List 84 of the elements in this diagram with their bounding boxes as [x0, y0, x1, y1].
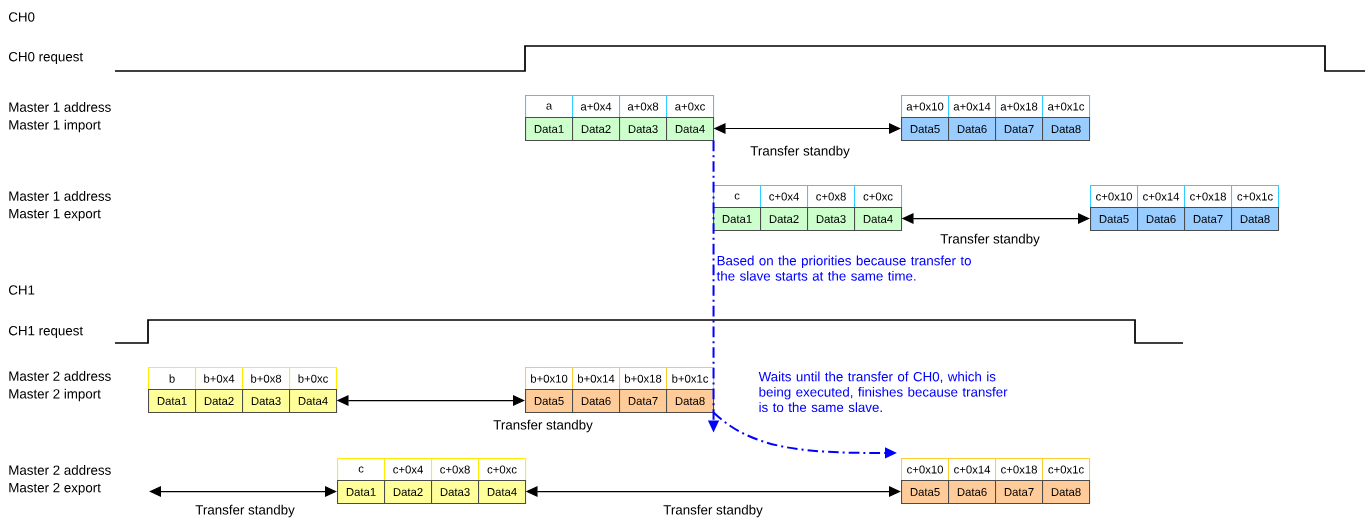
address-cell: c+0x18 [1184, 185, 1233, 209]
address-cell: b+0x10 [525, 367, 574, 391]
data-cell: Data8 [666, 389, 715, 414]
signal-label: CH0 [8, 12, 35, 22]
data-cell: Data5 [901, 117, 950, 142]
data-cell: Data6 [948, 480, 997, 505]
data-cell: Data4 [289, 389, 338, 414]
data-cell: Data2 [572, 117, 621, 142]
signal-label: CH0 request [8, 51, 83, 65]
address-cell: c+0x1c [1042, 458, 1091, 482]
address-cell: c+0x4 [384, 458, 433, 482]
signal-label: Master 1 address [9, 102, 111, 112]
edge-label: Transfer standby [661, 503, 765, 519]
data-cell: Data4 [666, 117, 715, 142]
signal-label: Master 2 address [9, 465, 111, 475]
data-cell: Data6 [1137, 207, 1186, 232]
data-cell: Data2 [384, 480, 433, 505]
address-cell: c+0x14 [1137, 185, 1186, 209]
address-cell: a+0x10 [901, 95, 950, 119]
data-cell: Data7 [619, 389, 668, 414]
address-cell: b+0x14 [572, 367, 621, 391]
signal-label: Master 2 import [9, 388, 101, 402]
address-cell: c+0xc [478, 458, 527, 482]
data-cell: Data3 [807, 207, 856, 232]
data-cell: Data1 [337, 480, 386, 505]
data-cell: Data2 [760, 207, 809, 232]
address-cell: c [337, 458, 386, 482]
signal-label: Master 1 export [9, 209, 101, 221]
signal-label: Master 2 address [9, 371, 111, 381]
signal-label: CH1 [8, 285, 35, 295]
data-cell: Data5 [525, 389, 574, 414]
data-cell: Data6 [572, 389, 621, 414]
address-cell: a+0x4 [572, 95, 621, 119]
data-cell: Data3 [619, 117, 668, 142]
edge-label: Transfer standby [193, 503, 297, 519]
address-cell: c+0x10 [1090, 185, 1139, 209]
edge-label: Transfer standby [938, 232, 1042, 248]
data-cell: Data2 [195, 389, 244, 414]
note-text: Based on the priorities because transfer to the slave starts at the same time. [716, 255, 971, 281]
address-cell: c+0x8 [431, 458, 480, 482]
address-cell: c+0x14 [948, 458, 997, 482]
data-cell: Data8 [1042, 480, 1091, 505]
address-cell: b+0x8 [242, 367, 291, 391]
signal-label: Master 2 export [9, 482, 101, 495]
arrow [149, 486, 337, 497]
signal-label: CH1 request [8, 325, 83, 338]
edge-label: Transfer standby [748, 144, 852, 160]
data-cell: Data7 [995, 117, 1044, 142]
address-cell: a+0x18 [995, 95, 1044, 119]
note-text: Waits until the transfer of CH0, which is being executed, finishes because transfer is to the same slave. [758, 371, 1008, 413]
address-cell: b+0x1c [666, 367, 715, 391]
address-cell: a [525, 95, 574, 119]
address-cell: c+0x1c [1231, 185, 1280, 209]
address-cell: b+0x4 [195, 367, 244, 391]
data-cell: Data4 [478, 480, 527, 505]
data-cell: Data5 [901, 480, 950, 505]
address-cell: c+0x4 [760, 185, 809, 209]
data-cell: Data6 [948, 117, 997, 142]
address-cell: a+0x14 [948, 95, 997, 119]
address-cell: b [148, 367, 197, 391]
address-cell: b+0xc [289, 367, 338, 391]
address-cell: c [713, 185, 762, 209]
edge-label: Transfer standby [491, 418, 595, 434]
signal-label: Master 1 import [9, 119, 101, 133]
data-cell: Data8 [1231, 207, 1280, 232]
address-cell: c+0xc [854, 185, 903, 209]
data-cell: Data5 [1090, 207, 1139, 232]
data-cell: Data1 [713, 207, 762, 232]
address-cell: a+0xc [666, 95, 715, 119]
data-cell: Data4 [854, 207, 903, 232]
data-cell: Data7 [995, 480, 1044, 505]
address-cell: a+0x1c [1042, 95, 1091, 119]
address-cell: a+0x8 [619, 95, 668, 119]
address-cell: c+0x18 [995, 458, 1044, 482]
data-cell: Data1 [148, 389, 197, 414]
data-cell: Data1 [525, 117, 574, 142]
signal-label: Master 1 address [9, 191, 111, 201]
address-cell: c+0x10 [901, 458, 950, 482]
address-cell: c+0x8 [807, 185, 856, 209]
data-cell: Data7 [1184, 207, 1233, 232]
data-cell: Data3 [242, 389, 291, 414]
data-cell: Data8 [1042, 117, 1091, 142]
data-cell: Data3 [431, 480, 480, 505]
address-cell: b+0x18 [619, 367, 668, 391]
